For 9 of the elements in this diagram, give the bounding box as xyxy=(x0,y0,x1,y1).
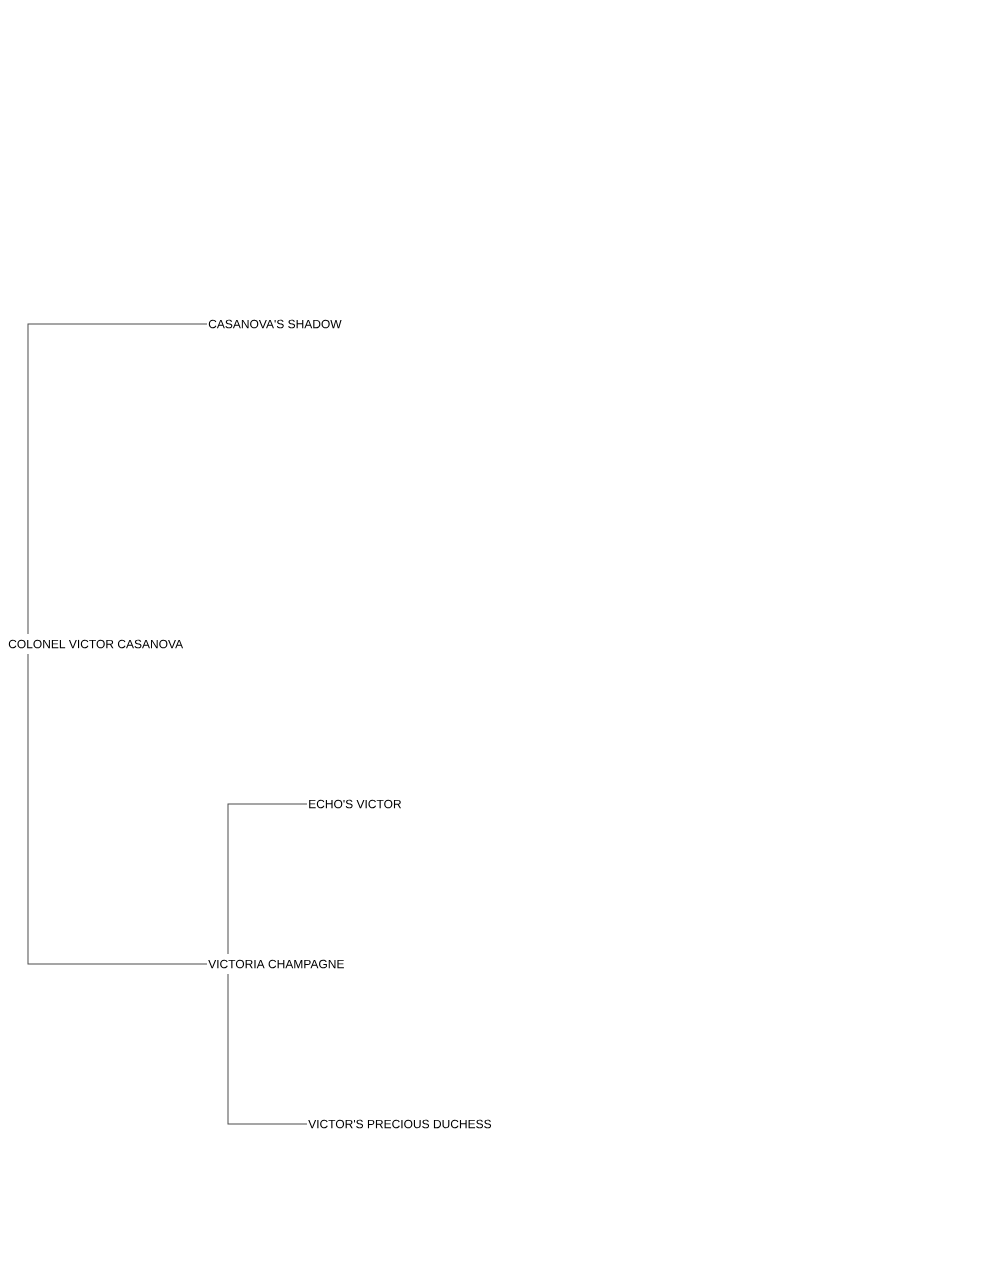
connector-line xyxy=(27,653,208,965)
connector-line xyxy=(227,973,308,1125)
connector-line xyxy=(27,323,208,635)
name-label: CASANOVA'S SHADOW xyxy=(208,319,342,329)
name-label: VICTORIA CHAMPAGNE xyxy=(208,959,344,969)
connector-line xyxy=(227,803,308,955)
name-label: VICTOR'S PRECIOUS DUCHESS xyxy=(308,1119,492,1129)
name-label: COLONEL VICTOR CASANOVA xyxy=(8,639,184,649)
name-label: ECHO'S VICTOR xyxy=(309,799,402,809)
